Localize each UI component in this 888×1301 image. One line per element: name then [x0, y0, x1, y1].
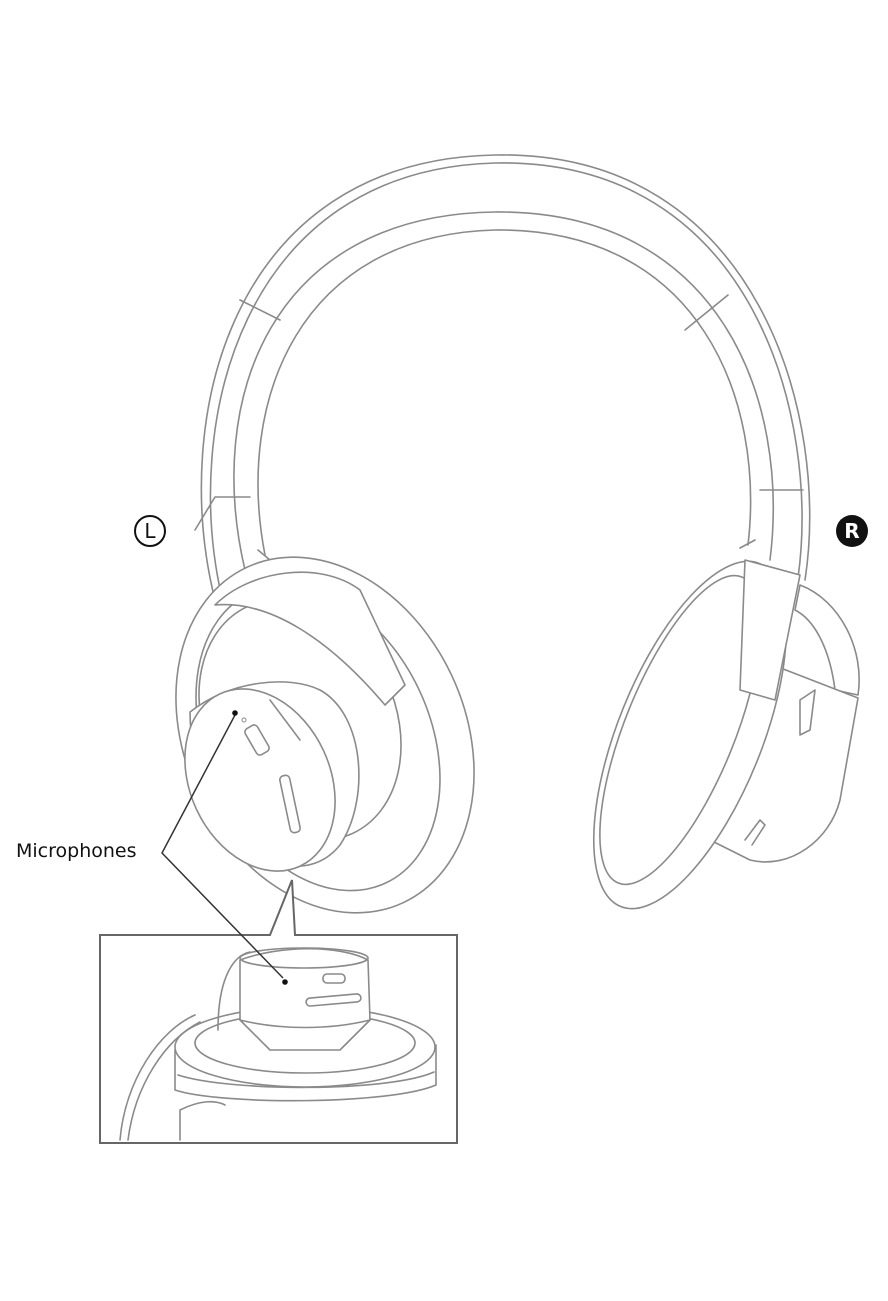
microphone-leader-lines [161, 710, 288, 985]
left-earcup [175, 556, 475, 914]
microphone-inset [99, 879, 458, 1144]
microphone-dot-upper [232, 710, 238, 716]
right-side-marker: R [836, 515, 868, 547]
left-side-marker: L [134, 515, 166, 547]
microphones-label: Microphones [16, 840, 137, 862]
headband [194, 154, 811, 601]
microphone-dot-inset [282, 979, 288, 985]
right-earcup [592, 559, 860, 910]
